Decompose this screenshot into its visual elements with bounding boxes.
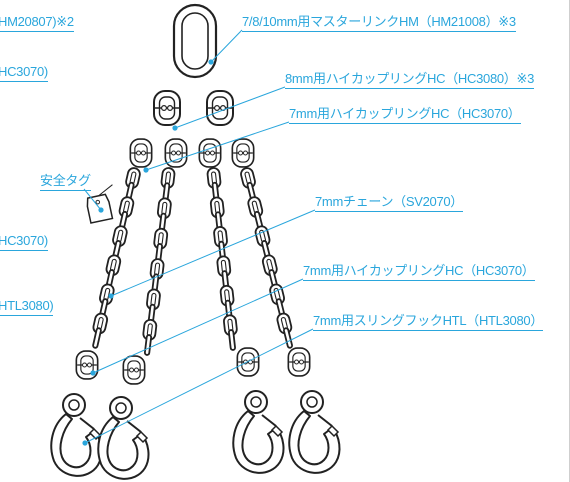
label-coupling-8mm: 8mm用ハイカップリングHC（HC3080）※3 [285, 71, 534, 89]
leader-chain [110, 209, 316, 297]
leader-sling-hook [84, 328, 314, 444]
sling-hook-1 [50, 393, 103, 477]
line-art [50, 3, 341, 480]
leader-master-link [210, 29, 243, 63]
leader-coupling-7mm-top-dot [143, 167, 149, 173]
leader-lines [82, 29, 316, 446]
leader-safety-tag-dot [98, 207, 104, 213]
coupling-7mm-top-3 [198, 138, 222, 168]
label-safety-tag: 安全タグ [40, 173, 91, 191]
chain-leg-3 [206, 167, 238, 351]
leader-coupling-8mm [174, 86, 286, 129]
sling-hook-4 [288, 390, 341, 474]
leader-safety-tag [83, 188, 102, 211]
label-coupling-partial-lower: HC3070) [0, 233, 48, 251]
label-coupling-7mm-top: 7mm用ハイカップリングHC（HC3070） [289, 106, 521, 124]
master-link [172, 3, 218, 79]
coupling-7mm-bottom-4 [287, 347, 311, 377]
leader-coupling-8mm-dot [172, 125, 178, 131]
leader-chain-dot [108, 293, 114, 299]
sling-hook-2 [97, 396, 150, 480]
label-master-link-partial: HM20807)※2 [0, 14, 74, 32]
coupling-7mm-bottom-2 [122, 355, 146, 385]
leader-master-link-dot [208, 59, 214, 65]
label-master-link: 7/8/10mm用マスターリンクHM（HM21008）※3 [242, 14, 516, 32]
label-coupling-partial-upper: HC3070) [0, 64, 48, 82]
leader-sling-hook-dot [82, 440, 88, 446]
leader-coupling-7mm-bottom-dot [90, 370, 96, 376]
coupling-8mm-left [153, 90, 181, 126]
label-sling-hook-partial: HTL3080) [0, 298, 54, 316]
coupling-7mm-top-2 [164, 138, 188, 168]
coupling-8mm-right [206, 90, 234, 126]
label-sling-hook: 7mm用スリングフックHTL（HTL3080） [313, 313, 543, 331]
chain-leg-2 [142, 167, 176, 356]
chain-leg-1 [92, 167, 141, 349]
label-coupling-7mm-bottom: 7mm用ハイカップリングHC（HC3070） [303, 263, 535, 281]
coupling-7mm-top-4 [231, 138, 255, 168]
sling-hook-3 [232, 390, 285, 474]
label-chain-7mm: 7mmチェーン（SV2070） [315, 194, 463, 212]
leader-coupling-7mm-top [145, 121, 290, 171]
chain-leg-4 [240, 167, 293, 349]
leader-coupling-7mm-bottom [92, 278, 304, 374]
coupling-7mm-top-1 [129, 138, 153, 168]
